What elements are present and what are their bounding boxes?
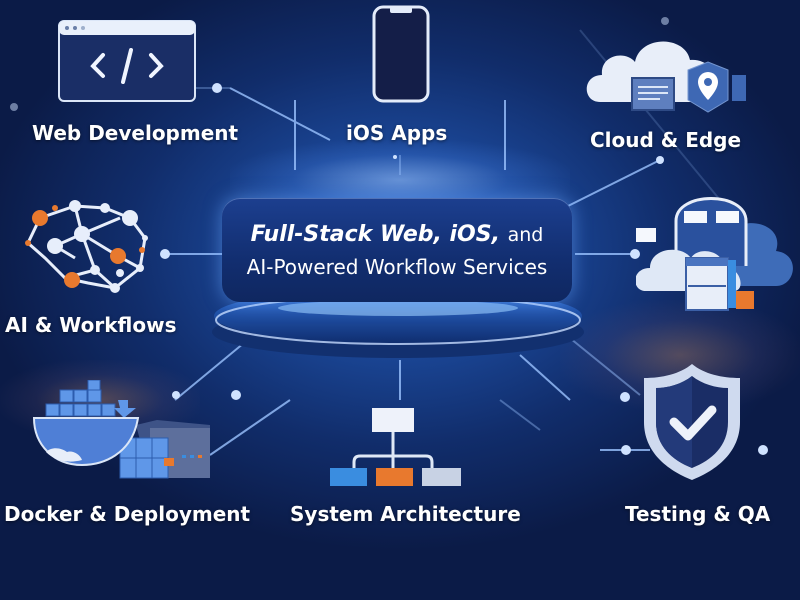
neural-brain-icon (25, 200, 148, 293)
smartphone-icon (372, 5, 430, 103)
docker-container-icon (32, 380, 210, 479)
headline-line-1: Full-Stack Web, iOS, and (251, 222, 544, 247)
cloud-server-icon (636, 197, 793, 311)
service-label-ai-workflows: AI & Workflows (5, 313, 177, 337)
service-label-testing-qa: Testing & QA (625, 502, 771, 526)
shield-check-icon (644, 364, 740, 480)
service-label-cloud-edge: Cloud & Edge (590, 128, 742, 152)
service-label-ios-apps: iOS Apps (346, 121, 448, 145)
cloud-location-icon (586, 41, 746, 113)
hierarchy-diagram-icon (330, 408, 461, 486)
headline-and-text: and (507, 223, 544, 246)
service-label-web-development: Web Development (32, 121, 239, 145)
headline-card: Full-Stack Web, iOS, and AI-Powered Work… (222, 198, 572, 302)
code-window-icon (58, 20, 196, 102)
headline-line-2: AI-Powered Workflow Services (246, 254, 548, 279)
service-label-docker-deployment: Docker & Deployment (4, 502, 251, 526)
pedestal-platform (212, 288, 584, 358)
service-label-system-architecture: System Architecture (290, 502, 521, 526)
headline-italic-text: Full-Stack Web, iOS, (250, 221, 500, 247)
